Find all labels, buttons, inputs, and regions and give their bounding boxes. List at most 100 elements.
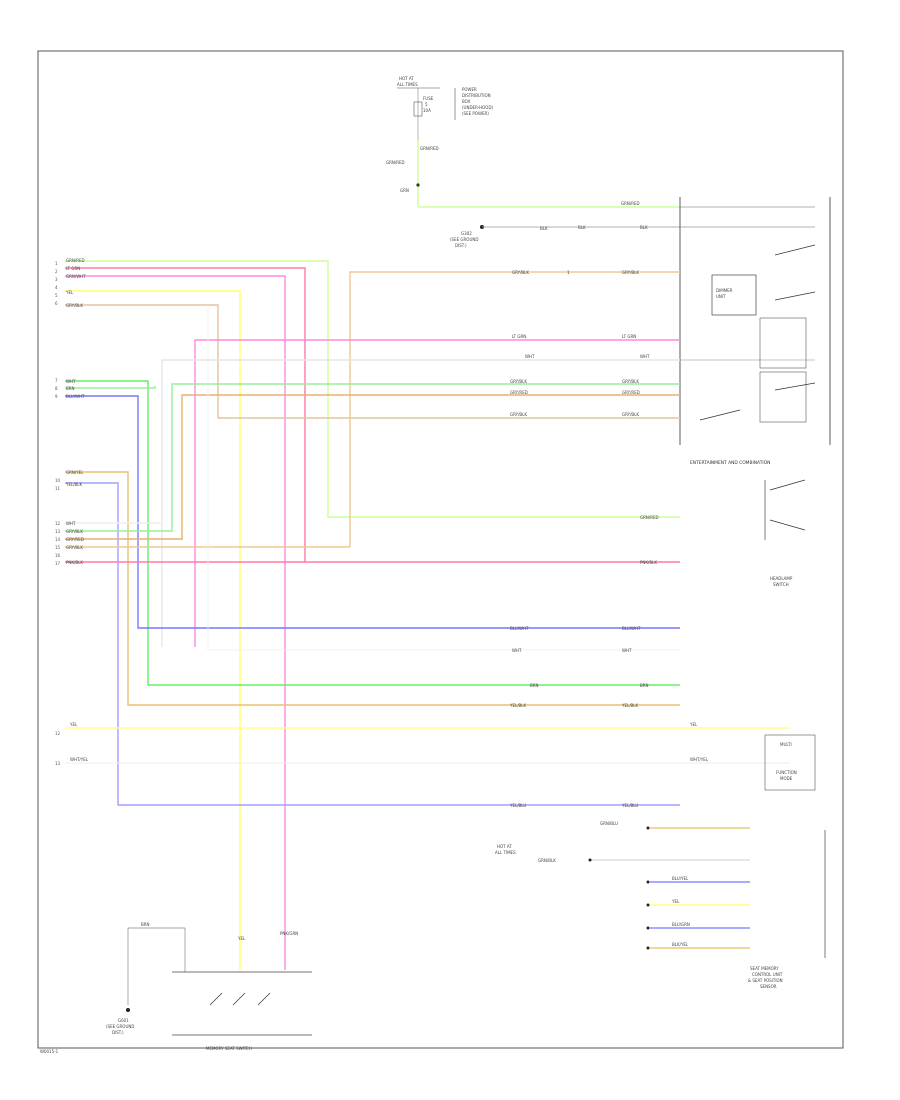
wire-label-l8: BLU/WHT bbox=[66, 394, 85, 399]
ground-blk-1: BLK bbox=[540, 226, 548, 231]
ground-top-group: BLK BLK BLK G302 (SEE GROUND DIST.) bbox=[450, 225, 680, 248]
dimmer-label-1: DIMMER bbox=[716, 288, 733, 293]
wire-label-r8: GRY/RED bbox=[510, 390, 528, 395]
fuse-rating-1: FUSE bbox=[423, 96, 434, 101]
footer-code: W0015-1 bbox=[40, 1049, 59, 1054]
pdb-label-5: (SEE POWER) bbox=[462, 111, 489, 116]
lrw-2-dot bbox=[588, 858, 592, 862]
top-wire-label: GRN/RED bbox=[386, 160, 405, 165]
wire-label-l2: LT GRN bbox=[66, 266, 80, 271]
ms-wire-label: BRN bbox=[141, 922, 150, 927]
memory-seat-switch: BRN G601 (SEE GROUND DIST.) MEMORY SEAT … bbox=[106, 922, 312, 1051]
wire-label-l4: YEL bbox=[65, 290, 74, 295]
wire-gry-switch-1 bbox=[171, 383, 680, 532]
wire-label-l13: GRY/RED bbox=[66, 537, 84, 542]
wire-blu-lower bbox=[65, 482, 680, 806]
ms-ground-label-2: (SEE GROUND bbox=[106, 1024, 134, 1029]
wire-ltgrn-switch bbox=[194, 339, 680, 647]
rl-brn: BRN bbox=[530, 683, 539, 688]
wire-label-r8b: GRY/RED bbox=[622, 390, 640, 395]
ground-top-label-2: (SEE GROUND bbox=[450, 237, 478, 242]
left-pin-2: 2 bbox=[55, 269, 58, 274]
lrw-3-label: BLU/YEL bbox=[672, 876, 689, 881]
switch-inner-box-1 bbox=[759, 317, 807, 369]
left-pin-14: 14 bbox=[55, 537, 61, 542]
fuse-rating-3: 10A bbox=[423, 108, 431, 113]
dimmer-box bbox=[711, 274, 757, 316]
wire-yel-a bbox=[65, 290, 241, 970]
fuse-rating-2: 5 bbox=[425, 102, 428, 107]
wire-label-wht-yel: WHT/YEL bbox=[70, 757, 89, 762]
right-labels: GRN/RED PNK/BLK BLU/WHT BLU/WHT BRN BRN … bbox=[509, 515, 659, 808]
memory-unit-label-1: SEAT MEMORY bbox=[750, 966, 779, 971]
wires-to-switch: GRY/BLK GRY/BLK 1 LT GRN LT GRN WHT WHT … bbox=[161, 270, 680, 647]
wire-label-r4: GRY/BLK bbox=[512, 270, 529, 275]
right-lower-components: HEADLAMP SWITCH MULTI FUNCTION MODE SEAT… bbox=[748, 479, 826, 989]
head-switch-contact-2 bbox=[769, 519, 806, 531]
lrw-4-dot bbox=[646, 903, 650, 907]
lrw-4-label: YEL bbox=[671, 899, 680, 904]
hot-at-label-2: ALL TIMES bbox=[495, 850, 516, 855]
left-pin-5: 5 bbox=[55, 293, 58, 298]
ms-contact-2 bbox=[232, 992, 246, 1006]
left-pin-10: 10 bbox=[55, 478, 61, 483]
ms-contact-1 bbox=[209, 992, 223, 1006]
wire-label-r6: WHT bbox=[525, 354, 535, 359]
rl-yel-blk: YEL/BLK bbox=[509, 703, 527, 708]
left-pin-1: 1 bbox=[55, 261, 58, 266]
lrw-5-label: BLU/GRN bbox=[672, 922, 690, 927]
wire-ltgrn-a bbox=[65, 267, 680, 563]
lrw-6-dot bbox=[646, 946, 650, 950]
wire-label-l14: GRY/BLK bbox=[66, 545, 83, 550]
ground-blk-3: BLK bbox=[640, 225, 648, 230]
left-pin-13: 13 bbox=[55, 529, 61, 534]
wire-brn-main bbox=[65, 380, 680, 686]
fuse-symbol bbox=[413, 101, 423, 117]
wire-label-l15: PNK/BLK bbox=[66, 560, 83, 565]
ms-ground-label-1: G601 bbox=[118, 1018, 129, 1023]
lrw-2-label: GRN/BLK bbox=[538, 858, 556, 863]
left-pin-4: 4 bbox=[55, 285, 58, 290]
wire-label-l10: YEL/BLK bbox=[65, 482, 83, 487]
wire-yel-blk-main bbox=[65, 471, 680, 706]
entertainment-switch: DIMMER UNIT ENTERTAINMENT AND COMBINATIO… bbox=[679, 197, 831, 466]
wire-label-r5b: LT GRN bbox=[622, 334, 636, 339]
switch-contact-4 bbox=[699, 409, 741, 421]
wires-lower: YEL YEL WHT/YEL WHT/YEL bbox=[65, 722, 790, 764]
wire-label-r5: LT GRN bbox=[512, 334, 526, 339]
multimode-label-2: FUNCTION bbox=[776, 770, 797, 775]
memory-unit-label-3: & SEAT POSITION bbox=[748, 978, 783, 983]
switch-contact-1 bbox=[774, 244, 816, 256]
wire-label-wht-yel-r: WHT/YEL bbox=[690, 757, 709, 762]
wire-grn-wht-a bbox=[65, 275, 286, 970]
left-pin-6: 6 bbox=[55, 301, 58, 306]
wire-label-r7b: GRY/BLK bbox=[622, 379, 639, 384]
rl-yel-blu-b: YEL/BLU bbox=[621, 803, 638, 808]
wire-label-r13: WHT bbox=[512, 648, 522, 653]
wire-orange-switch bbox=[349, 271, 680, 547]
left-pin-16: 16 bbox=[55, 553, 61, 558]
top-conn-label: GRN/RED bbox=[420, 146, 439, 151]
ground-top-label-3: DIST.) bbox=[455, 243, 467, 248]
wire-gry-blk-a bbox=[65, 304, 680, 419]
top-fuse-group: HOT AT ALL TIMES FUSE 5 10A POWER DISTRI… bbox=[386, 76, 680, 208]
ms-ground-label-3: DIST.) bbox=[112, 1030, 124, 1035]
switch-contact-2 bbox=[774, 291, 816, 301]
top-splice-label: GRN bbox=[400, 188, 409, 193]
wire-label-yel-r: YEL bbox=[689, 722, 698, 727]
pdb-label-4: (UNDER-HOOD) bbox=[462, 105, 494, 110]
left-pin-15: 15 bbox=[55, 545, 61, 550]
wire-label-l11: WHT bbox=[66, 521, 76, 526]
wire-label-l3: GRN/WHT bbox=[66, 274, 86, 279]
multimode-label-3: MODE bbox=[780, 776, 793, 781]
wire-wht-thin bbox=[207, 305, 680, 651]
memory-unit-label-2: CONTROL UNIT bbox=[752, 972, 783, 977]
lrw-1-dot bbox=[646, 826, 650, 830]
left-pin-8: 8 bbox=[55, 386, 58, 391]
left-connector: 1 2 3 4 5 6 7 8 9 10 11 12 13 14 15 16 1… bbox=[55, 261, 61, 766]
multimode-label-1: MULTI bbox=[780, 742, 792, 747]
ms-contact-3 bbox=[257, 992, 271, 1006]
switch-inner-box-2 bbox=[759, 371, 807, 423]
left-pin-18: 12 bbox=[55, 731, 61, 736]
ms-ground-dot bbox=[126, 1008, 130, 1012]
